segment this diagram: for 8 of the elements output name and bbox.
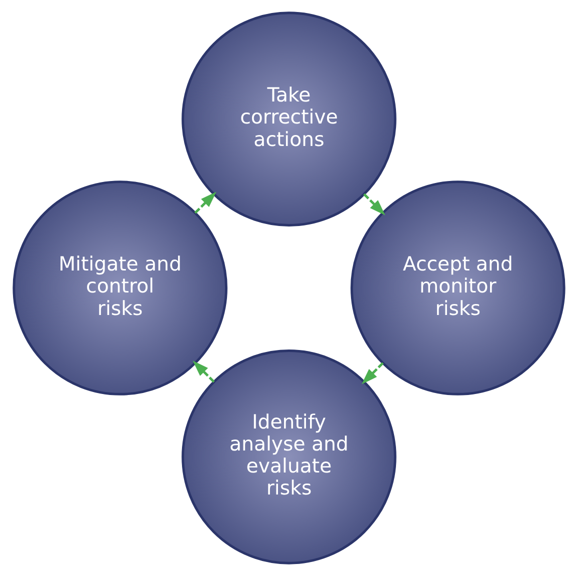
arrow xyxy=(194,192,216,214)
node-circle: Mitigate and control risks xyxy=(12,180,227,396)
node-circle: Accept and monitor risks xyxy=(350,180,565,396)
arrow xyxy=(362,193,385,216)
arrow xyxy=(192,360,214,383)
node-circle: Take corrective actions xyxy=(181,12,396,226)
arrow xyxy=(361,362,384,384)
node-circle: Identify analyse and evaluate risks xyxy=(181,350,396,564)
